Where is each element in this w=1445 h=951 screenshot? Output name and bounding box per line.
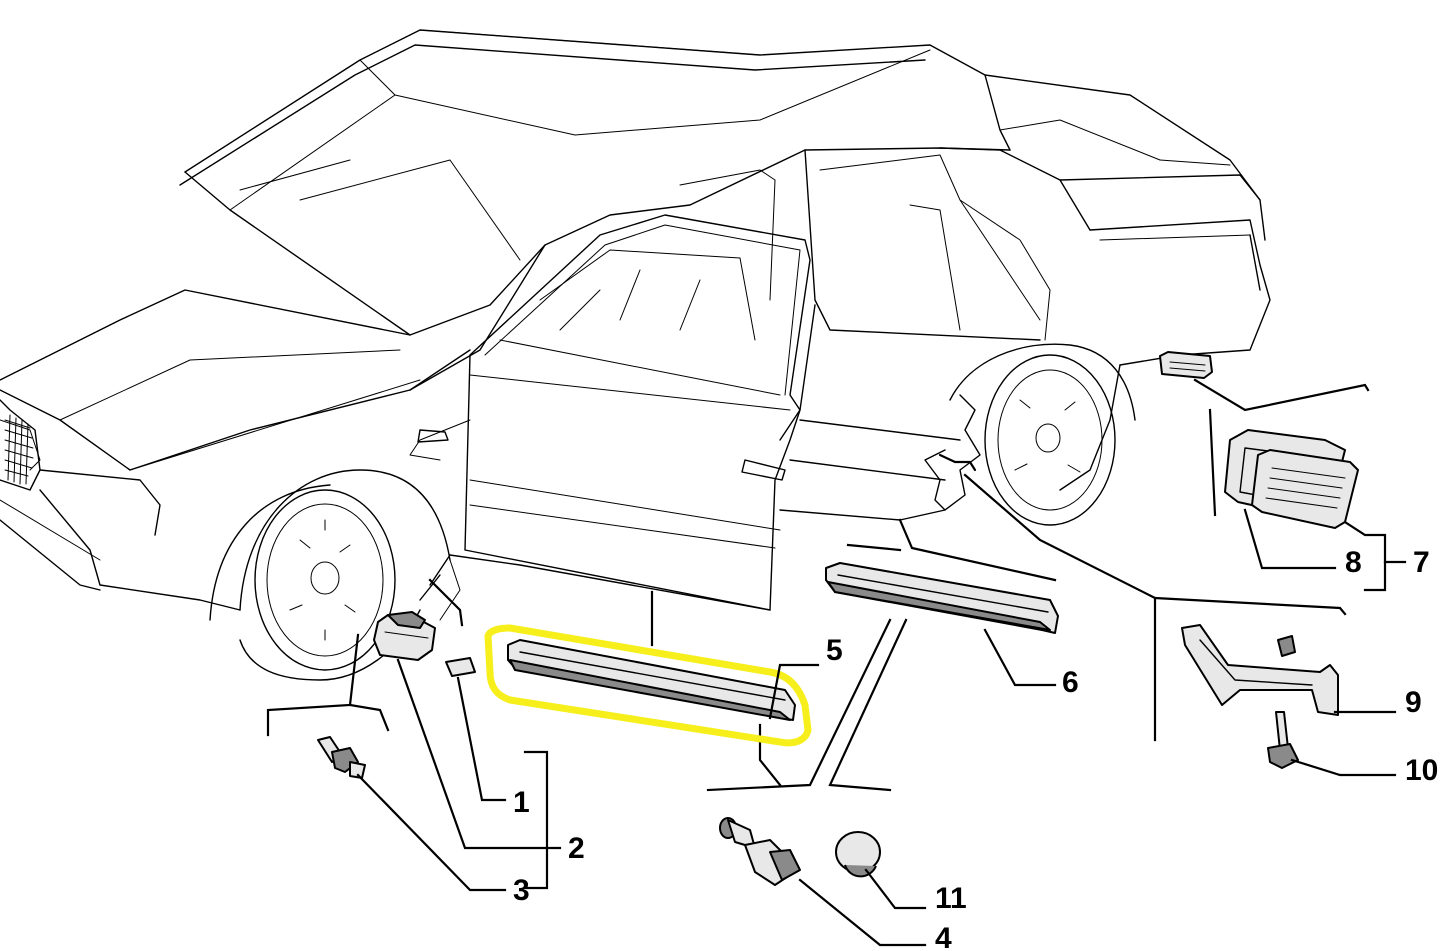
- part-5-front-sill-moulding: [507, 639, 796, 721]
- callout-7: 7: [1413, 546, 1430, 579]
- part-8-vent-grille: [1251, 449, 1359, 529]
- callout-11: 11: [935, 882, 967, 915]
- callout-6: 6: [1062, 666, 1079, 699]
- part-6-rear-sill-moulding: [825, 562, 1059, 634]
- rear-vent-on-body: [1159, 351, 1213, 379]
- open-front-door-illustration: [464, 214, 811, 611]
- callout-leader-lines: [356, 508, 1407, 947]
- callout-3: 3: [513, 874, 530, 907]
- callout-1: 1: [513, 786, 530, 819]
- callout-4: 4: [935, 922, 952, 951]
- callout-9: 9: [1405, 686, 1422, 719]
- door-handle-illustration: [741, 459, 786, 481]
- part-10-bolt: [1267, 711, 1299, 769]
- callout-2: 2: [568, 832, 585, 865]
- callout-labels: 1 2 3 4 5 6 7 8 9 10 11: [513, 546, 1438, 951]
- car-body-illustration: [0, 29, 1271, 681]
- callout-8: 8: [1345, 546, 1362, 579]
- part-4-screw: [719, 817, 801, 886]
- grille-icon: [4, 414, 34, 485]
- rear-wheel-illustration: [984, 354, 1116, 526]
- selected-part-highlight: [484, 624, 812, 747]
- side-marker-light: [417, 429, 449, 443]
- assembly-leader-lines: [266, 378, 1370, 792]
- part-9-jack-bracket: [1181, 624, 1339, 716]
- callout-5: 5: [826, 634, 843, 667]
- part-1-small-plug: [445, 657, 476, 677]
- part-3-bolt: [317, 736, 366, 779]
- callout-10: 10: [1405, 754, 1438, 787]
- part-2-clip-holder: [373, 611, 436, 661]
- part-11-cap: [835, 831, 881, 878]
